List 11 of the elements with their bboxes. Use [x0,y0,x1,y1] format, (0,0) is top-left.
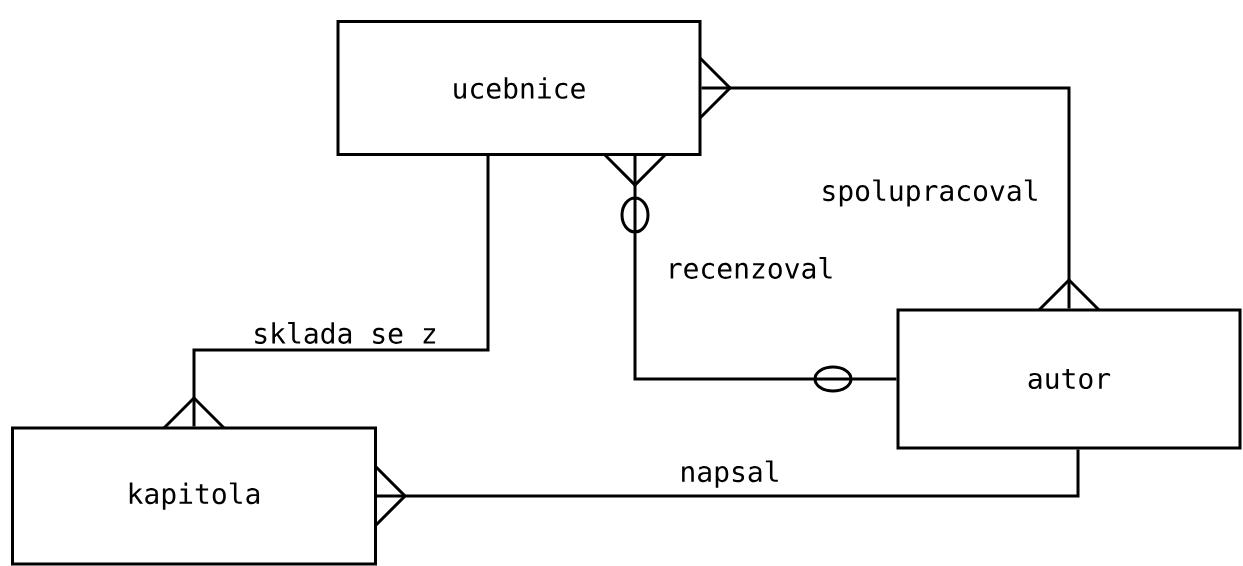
entity-box: autor [896,308,1242,450]
entity-box: kapitola [11,426,377,566]
edge-label: spolupracoval [818,177,1042,209]
relationship-line [603,153,897,393]
relationship-line [373,449,1080,528]
edge-label: napsal [677,458,783,490]
edge-label: recenzoval [663,255,837,281]
entity-box: ucebnice [336,20,702,156]
edge-label: sklada se z [250,320,440,346]
relationship-line [162,156,490,430]
relationship-line [698,56,1101,312]
